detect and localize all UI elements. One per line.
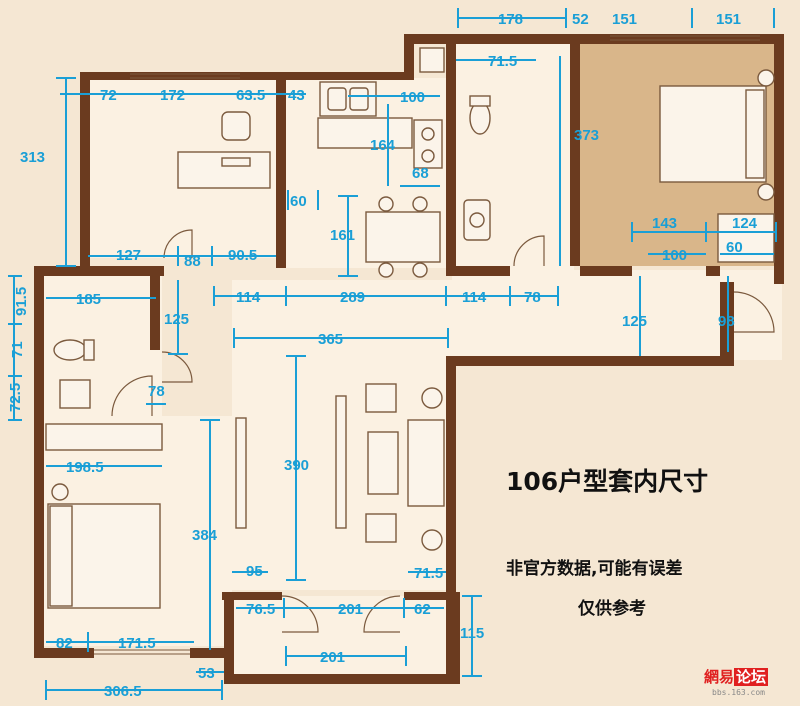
dim-115: 115 <box>460 625 484 642</box>
watermark-box: 论坛 <box>734 668 769 686</box>
dim-151a: 151 <box>612 11 637 28</box>
bed-icon <box>47 69 775 609</box>
dim-43: 43 <box>288 87 305 104</box>
dim-52: 52 <box>572 11 589 28</box>
dim-71: 71 <box>9 341 26 358</box>
dim-185: 185 <box>76 291 101 308</box>
dim-82: 82 <box>56 635 73 652</box>
dim-125b: 125 <box>622 313 647 330</box>
dim-384: 384 <box>192 527 218 544</box>
watermark-url: bbs.163.com <box>712 688 765 697</box>
windows <box>94 35 760 655</box>
dining-table-icon <box>365 196 441 278</box>
netease-forum-watermark: 網易论坛 <box>704 666 769 687</box>
basin-icon <box>59 47 491 409</box>
sofa-icon <box>335 383 445 551</box>
dim-125a: 125 <box>164 311 189 328</box>
dim-71-5a: 71.5 <box>488 53 517 70</box>
dim-100a: 100 <box>400 89 425 106</box>
dim-289: 289 <box>340 289 365 306</box>
dim-313: 313 <box>20 149 45 166</box>
dim-88: 88 <box>184 253 201 270</box>
dim-127: 127 <box>116 247 141 264</box>
dim-78a: 78 <box>524 289 541 306</box>
dim-164: 164 <box>370 137 396 154</box>
dim-373: 373 <box>574 127 599 144</box>
dim-60a: 60 <box>290 193 307 210</box>
dimension-labels: 178 52 151 151 71.5 72 172 63.5 43 100 3… <box>7 11 758 700</box>
toilet-icon <box>53 95 491 361</box>
doors <box>111 229 775 633</box>
dim-114b: 114 <box>462 289 487 306</box>
dim-124: 124 <box>732 215 758 232</box>
dim-62: 62 <box>414 601 431 618</box>
dim-100b: 100 <box>662 247 687 264</box>
stove-icon <box>413 119 443 169</box>
disclaimer-line-2: 仅供参考 <box>578 599 646 619</box>
dim-390: 390 <box>284 457 309 474</box>
dim-201b: 201 <box>320 649 345 666</box>
walls <box>34 34 784 684</box>
dim-90-5: 90.5 <box>228 247 257 264</box>
dim-178: 178 <box>498 11 523 28</box>
dim-172: 172 <box>160 87 185 104</box>
dim-53: 53 <box>198 665 215 682</box>
dim-71-5b: 71.5 <box>414 565 443 582</box>
dim-72-5: 72.5 <box>7 383 24 412</box>
sink-icon <box>319 81 377 117</box>
dim-95: 95 <box>246 563 263 580</box>
dim-76-5: 76.5 <box>246 601 275 618</box>
dim-198-5: 198.5 <box>66 459 104 476</box>
dim-143: 143 <box>652 215 677 232</box>
dim-171-5: 171.5 <box>118 635 156 652</box>
dimension-lines <box>8 8 777 700</box>
dim-78b: 78 <box>148 383 165 400</box>
dim-306-5: 306.5 <box>104 683 142 700</box>
dim-98: 98 <box>718 313 735 330</box>
dim-72: 72 <box>100 87 117 104</box>
dim-91-5: 91.5 <box>13 287 30 316</box>
dim-151b: 151 <box>716 11 741 28</box>
dim-201a: 201 <box>338 601 363 618</box>
kitchen-counter <box>317 117 413 149</box>
desk-icon <box>177 111 271 189</box>
plan-title: 106户型套内尺寸 <box>506 467 709 496</box>
dim-60b: 60 <box>726 239 743 256</box>
disclaimer-line-1: 非官方数据,可能有误差 <box>506 559 683 579</box>
dim-68: 68 <box>412 165 429 182</box>
dim-63-5: 63.5 <box>236 87 265 104</box>
watermark-main: 網易 <box>704 668 735 686</box>
dim-365: 365 <box>318 331 343 348</box>
dim-114a: 114 <box>236 289 261 306</box>
dim-161: 161 <box>330 227 355 244</box>
